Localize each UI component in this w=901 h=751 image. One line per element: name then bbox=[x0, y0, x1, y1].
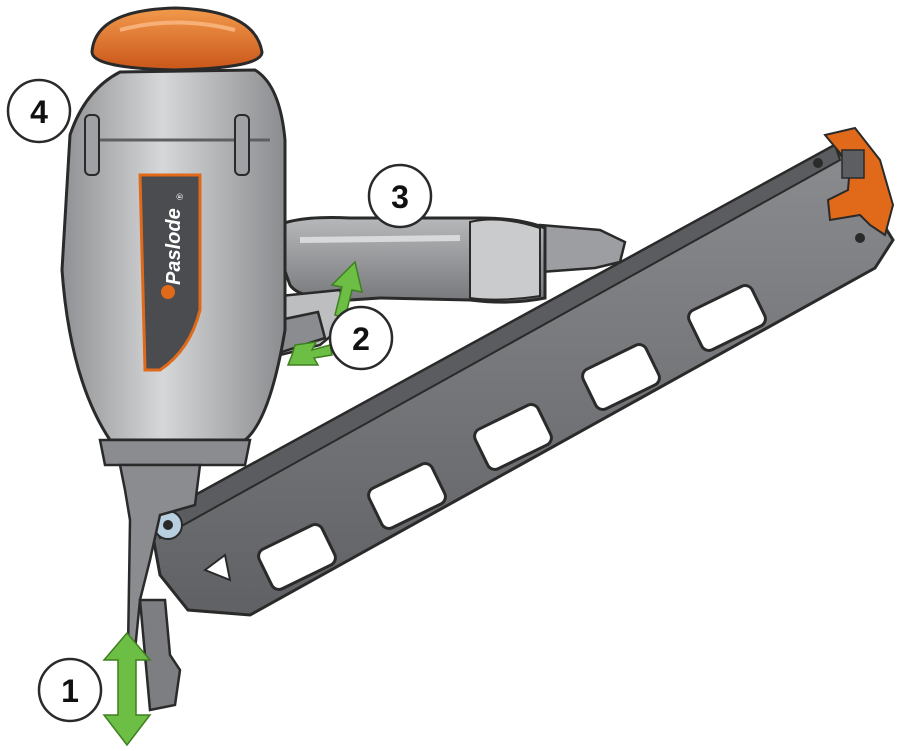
callout-1: 1 bbox=[37, 657, 103, 723]
brand-logo-icon bbox=[161, 285, 175, 299]
arrow-1-double bbox=[102, 631, 152, 747]
svg-text:1: 1 bbox=[61, 673, 79, 709]
svg-text:3: 3 bbox=[391, 179, 409, 215]
callout-3: 3 bbox=[367, 163, 433, 229]
pusher-latch[interactable] bbox=[823, 126, 895, 237]
svg-text:2: 2 bbox=[352, 321, 370, 357]
nose-piece bbox=[118, 463, 202, 712]
top-cap bbox=[90, 6, 264, 72]
callout-2: 2 bbox=[328, 305, 394, 371]
brand-name: Paslode bbox=[163, 208, 185, 285]
magazine bbox=[148, 126, 895, 617]
svg-text:4: 4 bbox=[30, 94, 48, 130]
magazine-cutouts bbox=[257, 284, 767, 591]
callout-4: 4 bbox=[6, 78, 72, 144]
tool-body: Paslode ® bbox=[60, 68, 287, 467]
brand-label: Paslode ® bbox=[138, 173, 202, 372]
handle[interactable] bbox=[268, 216, 547, 304]
brand-mark: ® bbox=[175, 193, 185, 200]
magazine-end-hole bbox=[202, 553, 232, 582]
arrow-2-down bbox=[286, 341, 333, 366]
work-contact-element[interactable] bbox=[138, 598, 182, 712]
air-inlet bbox=[538, 223, 627, 274]
